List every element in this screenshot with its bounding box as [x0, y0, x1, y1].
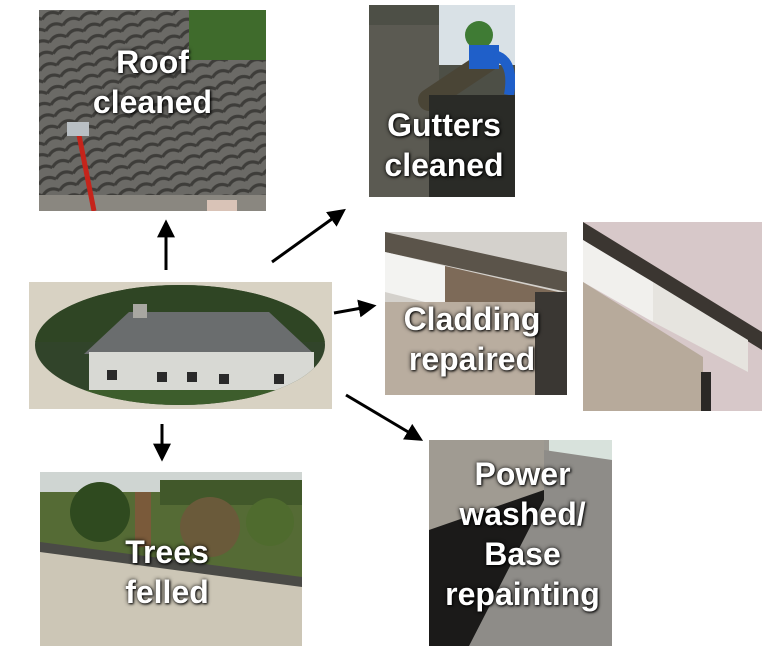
trees-felled-caption: Trees felled	[40, 532, 302, 612]
base-image	[429, 440, 612, 646]
cladding-caption-line-1: Cladding	[403, 301, 541, 337]
trees-image	[40, 472, 302, 646]
power-washed-photo: Power washed/ Base repainting	[429, 440, 612, 646]
power-caption-line-3: Base	[484, 536, 561, 572]
cladding-caption-line-2: repaired	[408, 341, 536, 377]
trees-felled-photo: Trees felled	[40, 472, 302, 646]
power-washed-caption: Power washed/ Base repainting	[433, 454, 612, 614]
trees-caption-line-2: felled	[125, 574, 209, 610]
power-caption-line-2: washed/	[459, 496, 586, 532]
house-image	[29, 282, 332, 409]
gutters-cleaned-caption: Gutters cleaned	[373, 105, 515, 185]
power-caption-line-4: repainting	[445, 576, 600, 612]
trees-caption-line-1: Trees	[125, 534, 209, 570]
arrow-to-cladding	[333, 299, 377, 318]
gutters-caption-line-2: cleaned	[384, 147, 504, 183]
cladding-repaired-photo: Cladding repaired	[385, 232, 567, 395]
roof-cleaned-caption: Roof cleaned	[39, 42, 266, 122]
roof-caption-line-2: cleaned	[92, 84, 213, 120]
roof-caption-line-1: Roof	[116, 44, 189, 80]
roof-cleaned-photo: Roof cleaned	[39, 10, 266, 211]
cladding-repaired-caption: Cladding repaired	[385, 299, 567, 379]
power-caption-line-1: Power	[474, 456, 571, 492]
gutters-cleaned-photo: Gutters cleaned	[369, 5, 515, 197]
cladding-after-photo	[583, 222, 762, 411]
arrow-to-power-washed	[345, 393, 424, 441]
gutters-caption-line-1: Gutters	[387, 107, 501, 143]
cladding-image	[385, 232, 567, 395]
gutter-image	[369, 5, 515, 197]
arrow-to-gutters	[271, 208, 346, 264]
house-photo	[29, 282, 332, 409]
roof-tiles-image	[39, 10, 266, 211]
fascia-image	[583, 222, 762, 411]
